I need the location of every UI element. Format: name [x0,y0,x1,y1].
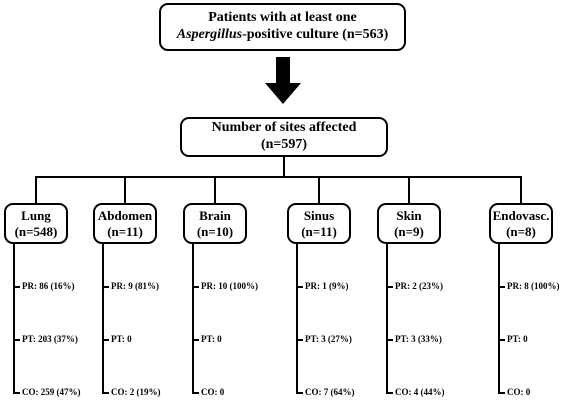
sites-affected-count: (n=597) [260,137,308,152]
stat-tick-line [498,339,505,341]
site-count: (n=10) [196,223,234,239]
mid-stem-line [283,157,285,177]
stat-tick-line [13,286,20,288]
stat-tick-line [13,339,20,341]
site-box: Lung(n=548) [4,203,68,244]
branch-drop-line [124,176,126,203]
stat-tick-line [296,339,303,341]
site-name: Skin [396,208,422,224]
total-patients-line1: Patients with at least one [208,10,357,26]
sites-affected-box: Number of sites affected (n=597) [180,117,388,157]
site-stem-line [386,244,388,393]
site-name: Lung [21,208,51,224]
stat-pr: PR: 1 (9%) [305,281,349,291]
site-box: Abdomen(n=11) [93,203,157,244]
stat-co: CO: 2 (19%) [111,387,161,397]
stat-pr: PR: 9 (81%) [111,281,159,291]
site-count: (n=11) [301,223,337,239]
stat-tick-line [386,286,393,288]
branch-drop-line [35,176,37,203]
stat-tick-line [192,286,199,288]
stat-pt: PT: 203 (37%) [22,334,78,344]
stat-co: CO: 0 [507,387,531,397]
stat-pt: PT: 0 [201,334,222,344]
total-patients-line2: Aspergillus-positive culture (n=563) [177,27,389,44]
stat-co: CO: 0 [201,387,225,397]
stat-tick-line [192,392,199,394]
site-name: Abdomen [97,208,153,224]
stat-co: CO: 259 (47%) [22,387,81,397]
stat-co: CO: 7 (64%) [305,387,355,397]
site-name: Endovasc. [492,208,550,224]
site-name: Sinus [303,208,335,224]
stat-tick-line [498,392,505,394]
site-count: (n=11) [107,223,143,239]
stat-tick-line [386,339,393,341]
site-stem-line [102,244,104,393]
stat-tick-line [386,392,393,394]
site-box: Endovasc.(n=8) [489,203,553,244]
site-count: (n=8) [506,223,536,239]
site-stem-line [192,244,194,393]
total-patients-count: -positive culture (n=563) [242,27,389,42]
site-box: Skin(n=9) [377,203,441,244]
site-box: Sinus(n=11) [287,203,351,244]
stat-tick-line [498,286,505,288]
stat-tick-line [296,392,303,394]
site-stem-line [498,244,500,393]
organism-name: Aspergillus [176,27,243,42]
site-box: Brain(n=10) [183,203,247,244]
site-name: Brain [199,208,231,224]
stat-tick-line [296,286,303,288]
branch-drop-line [408,176,410,203]
site-stem-line [13,244,15,393]
stat-pt: PT: 3 (27%) [305,334,352,344]
down-arrow-icon [265,57,301,104]
total-patients-box: Patients with at least one Aspergillus-p… [159,3,406,51]
stat-tick-line [102,392,109,394]
stat-pt: PT: 0 [111,334,132,344]
branch-drop-line [214,176,216,203]
stat-tick-line [192,339,199,341]
branch-drop-line [520,176,522,203]
stat-co: CO: 4 (44%) [395,387,445,397]
stat-pt: PT: 0 [507,334,528,344]
stat-pr: PR: 8 (100%) [507,281,560,291]
stat-tick-line [13,392,20,394]
stat-pt: PT: 3 (33%) [395,334,442,344]
stat-tick-line [102,339,109,341]
stat-pr: PR: 2 (23%) [395,281,443,291]
sites-affected-line1: Number of sites affected [211,120,357,136]
branch-bar-line [35,176,522,178]
branch-drop-line [318,176,320,203]
stat-pr: PR: 10 (100%) [201,281,258,291]
stat-tick-line [102,286,109,288]
stat-pr: PR: 86 (16%) [22,281,75,291]
site-stem-line [296,244,298,393]
site-count: (n=9) [394,223,424,239]
site-count: (n=548) [14,223,58,239]
